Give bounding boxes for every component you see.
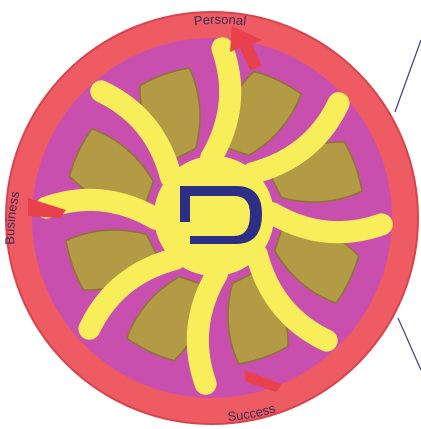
connector-line-top — [395, 40, 421, 112]
connector-line-bottom — [398, 318, 421, 370]
ring-label-top: Personal — [193, 12, 247, 29]
